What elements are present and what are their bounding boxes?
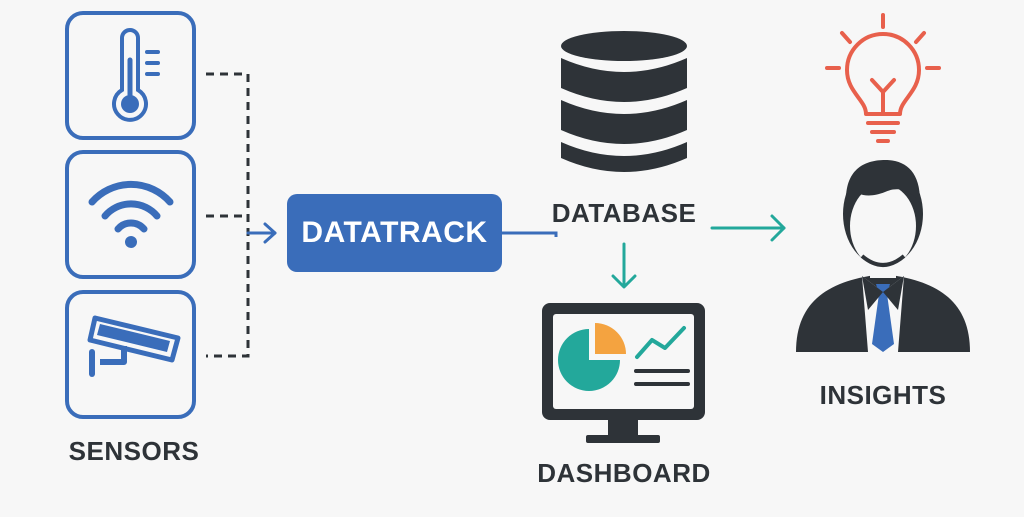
arrow-to-insights — [710, 214, 786, 242]
database-icon — [561, 31, 687, 172]
security-camera-icon — [65, 290, 196, 419]
insights-label: INSIGHTS — [819, 380, 947, 410]
arrow-to-dashboard — [611, 242, 637, 289]
datatrack-hub: DATATRACK — [287, 194, 502, 272]
arrow-to-hub — [246, 222, 277, 244]
sensors-label: SENSORS — [68, 436, 200, 466]
hub-connector — [502, 231, 558, 237]
wifi-icon — [65, 150, 196, 279]
sensor-connectors — [206, 72, 250, 358]
hub-label: DATATRACK — [301, 216, 488, 249]
lightbulb-icon — [825, 13, 941, 143]
thermometer-icon — [65, 11, 196, 140]
database-label: DATABASE — [551, 198, 697, 228]
businessman-icon — [796, 160, 970, 352]
dashboard-label: DASHBOARD — [537, 458, 711, 488]
monitor-dashboard-icon — [542, 303, 705, 443]
